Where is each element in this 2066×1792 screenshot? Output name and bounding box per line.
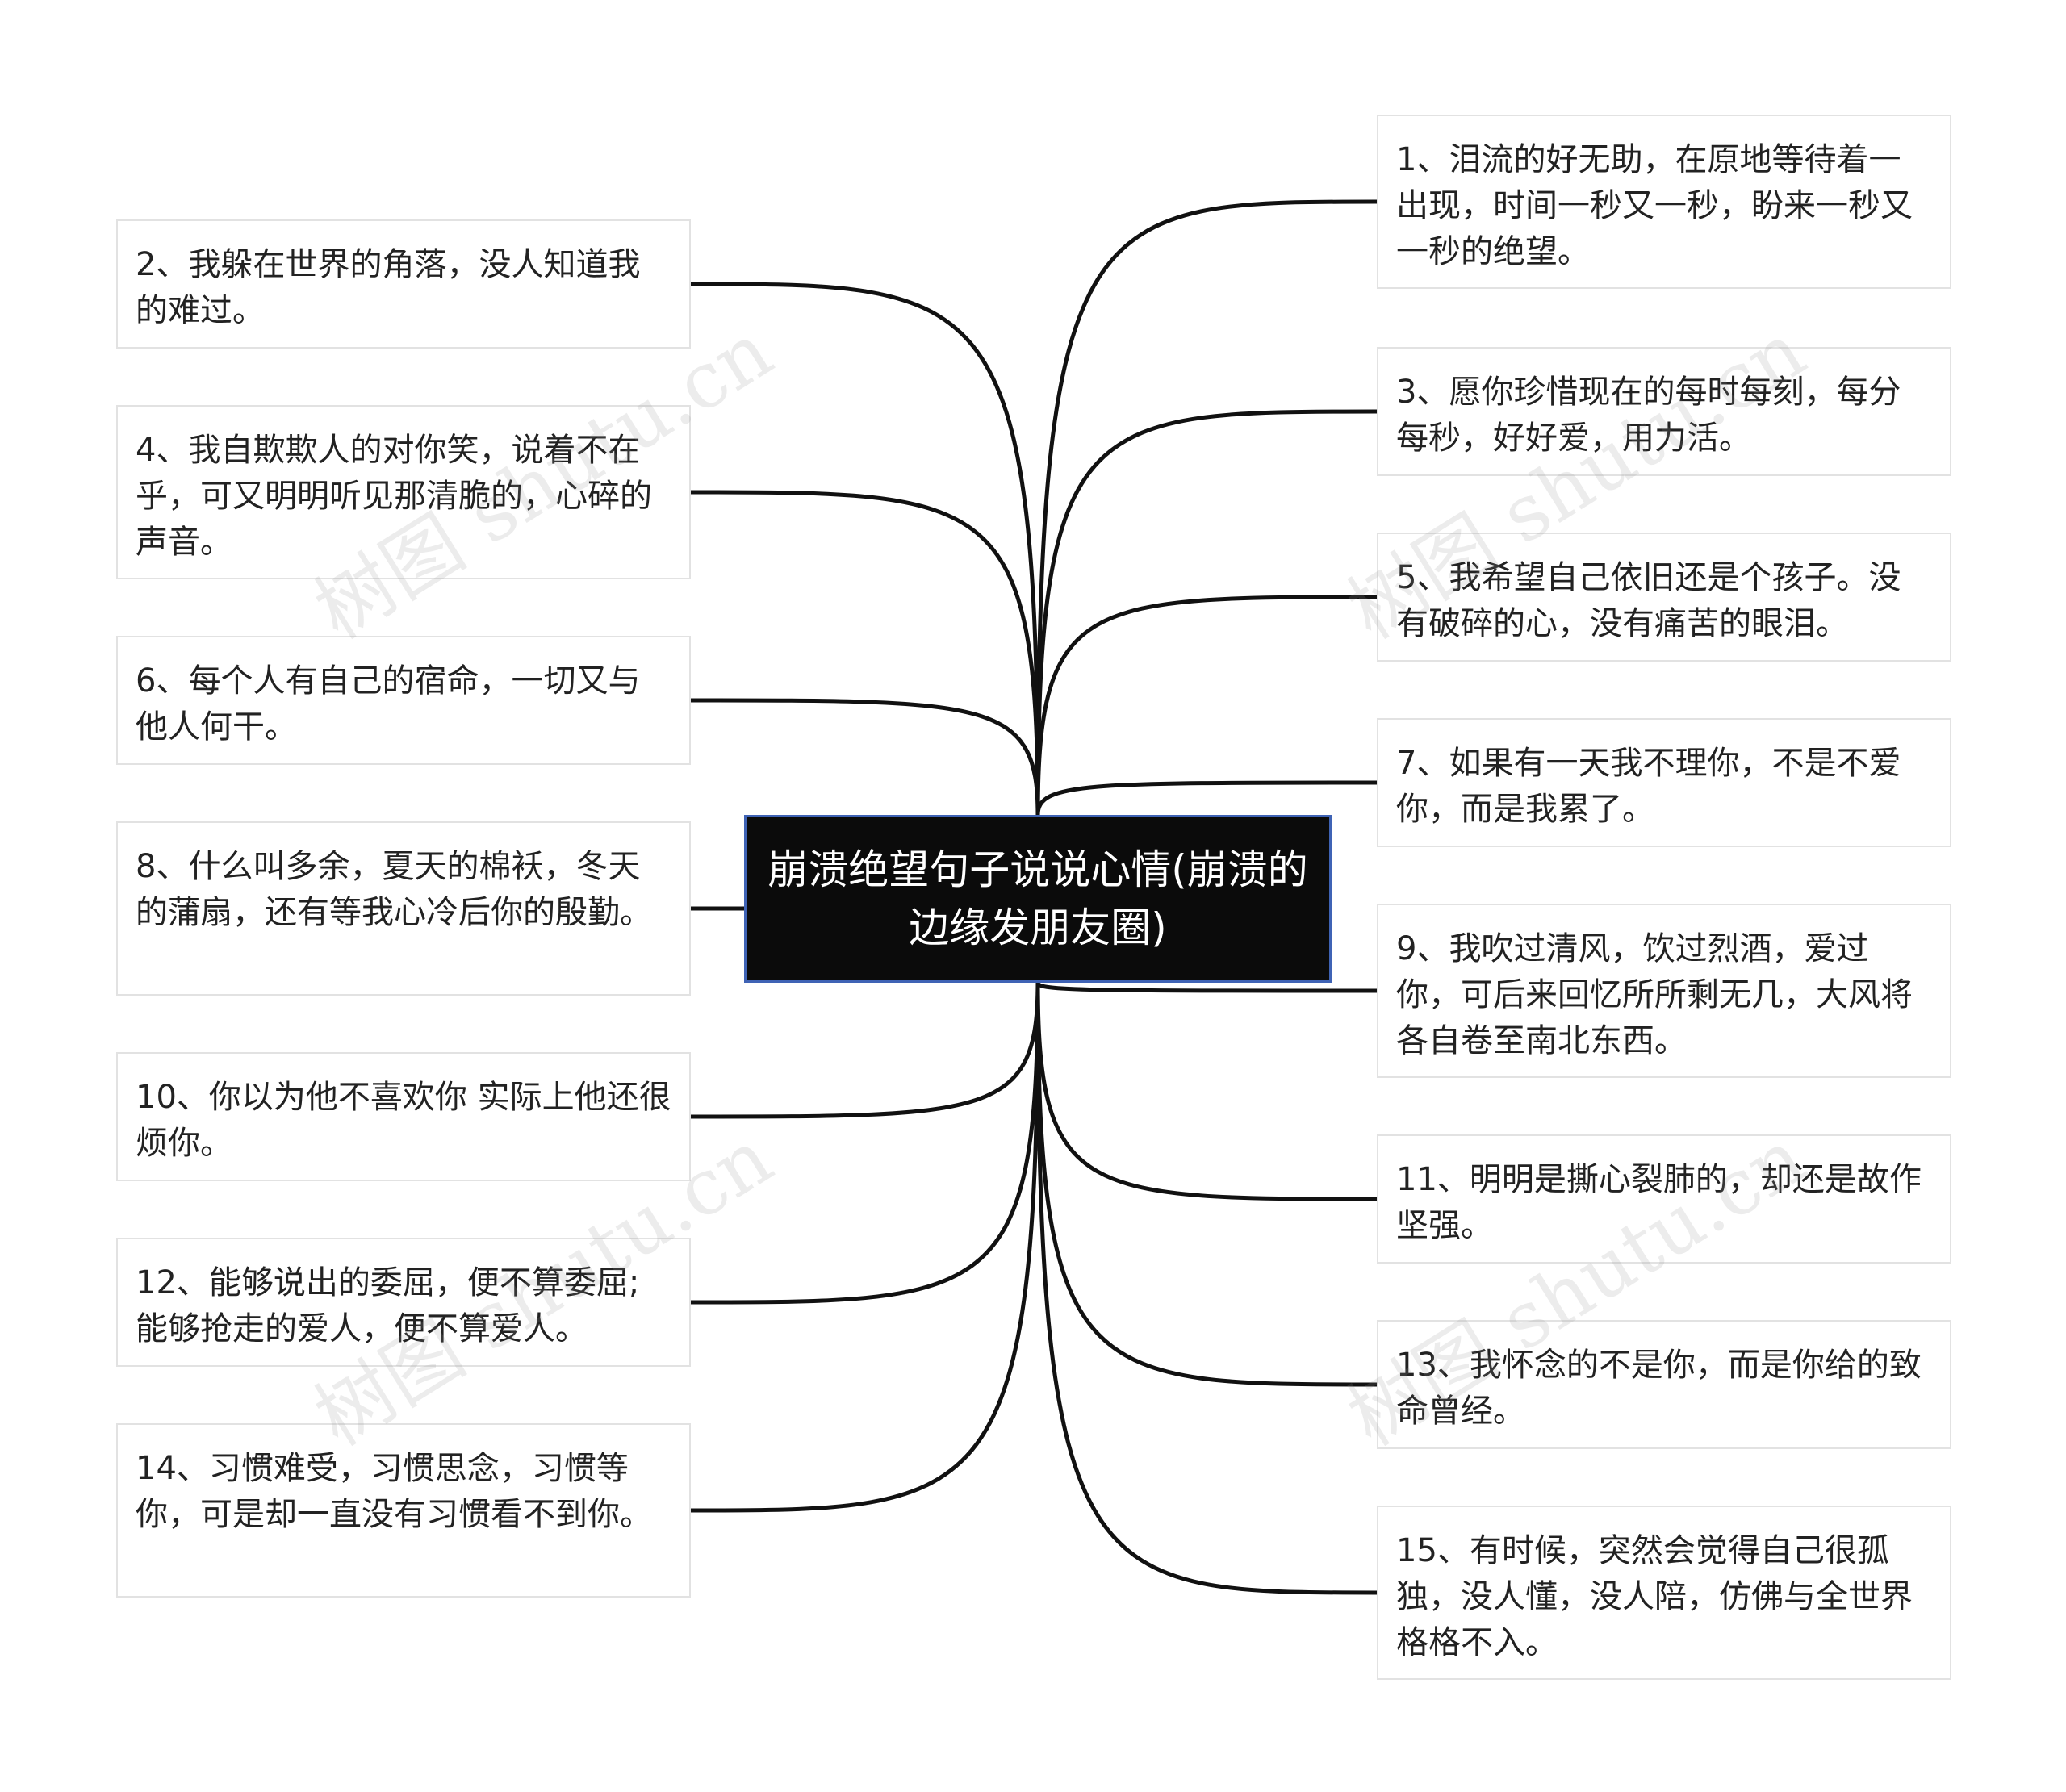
- branch-node-15[interactable]: 15、有时候，突然会觉得自己很孤独，没人懂，没人陪，仿佛与全世界格格不入。: [1377, 1506, 1951, 1680]
- node-text: 9、我吹过清风，饮过烈酒，爱过你，可后来回忆所所剩无几，大风将各自卷至南北东西。: [1396, 930, 1913, 1059]
- connector-line-15: [1035, 980, 1379, 1595]
- branch-node-11[interactable]: 11、明明是撕心裂肺的，却还是故作坚强。: [1377, 1134, 1951, 1264]
- connector-line-7: [1035, 780, 1379, 817]
- branch-node-4[interactable]: 4、我自欺欺人的对你笑，说着不在乎，可又明明听见那清脆的，心碎的声音。: [116, 405, 691, 579]
- node-text: 15、有时候，突然会觉得自己很孤独，没人懂，没人陪，仿佛与全世界格格不入。: [1396, 1532, 1913, 1661]
- node-text: 14、习惯难受，习惯思念，习惯等你，可是却一直没有习惯看不到你。: [136, 1450, 652, 1533]
- node-text: 11、明明是撕心裂肺的，却还是故作坚强。: [1396, 1161, 1922, 1244]
- connector-line-1: [1035, 199, 1379, 817]
- branch-node-8[interactable]: 8、什么叫多余，夏天的棉袄，冬天的蒲扇，还有等我心冷后你的殷勤。: [116, 821, 691, 996]
- branch-node-12[interactable]: 12、能够说出的委屈，便不算委屈;能够抢走的爱人，便不算爱人。: [116, 1238, 691, 1367]
- node-text: 4、我自欺欺人的对你笑，说着不在乎，可又明明听见那清脆的，心碎的声音。: [136, 432, 652, 561]
- node-text: 12、能够说出的委屈，便不算委屈;能够抢走的爱人，便不算爱人。: [136, 1264, 640, 1347]
- node-text: 7、如果有一天我不理你，不是不爱你，而是我累了。: [1396, 745, 1901, 828]
- node-text: 10、你以为他不喜欢你 实际上他还很烦你。: [136, 1079, 671, 1162]
- branch-node-9[interactable]: 9、我吹过清风，饮过烈酒，爱过你，可后来回忆所所剩无几，大风将各自卷至南北东西。: [1377, 904, 1951, 1078]
- branch-node-7[interactable]: 7、如果有一天我不理你，不是不爱你，而是我累了。: [1377, 718, 1951, 847]
- node-text: 2、我躲在世界的角落，没人知道我的难过。: [136, 246, 641, 329]
- node-text: 1、泪流的好无助，在原地等待着一出现，时间一秒又一秒，盼来一秒又一秒的绝望。: [1396, 141, 1913, 270]
- connector-line-14: [688, 980, 1040, 1513]
- node-text: 8、什么叫多余，夏天的棉袄，冬天的蒲扇，还有等我心冷后你的殷勤。: [136, 848, 652, 931]
- connector-line-3: [1035, 409, 1379, 817]
- node-text: 13、我怀念的不是你，而是你给的致命曾经。: [1396, 1347, 1922, 1430]
- connector-line-13: [1035, 980, 1379, 1387]
- connector-line-5: [1035, 595, 1379, 817]
- branch-node-13[interactable]: 13、我怀念的不是你，而是你给的致命曾经。: [1377, 1320, 1951, 1449]
- root-title: 崩溃绝望句子说说心情(崩溃的边缘发朋友圈): [767, 846, 1308, 951]
- branch-node-5[interactable]: 5、我希望自己依旧还是个孩子。没有破碎的心，没有痛苦的眼泪。: [1377, 533, 1951, 662]
- connector-line-11: [1035, 980, 1379, 1201]
- branch-node-6[interactable]: 6、每个人有自己的宿命，一切又与他人何干。: [116, 636, 691, 765]
- branch-node-2[interactable]: 2、我躲在世界的角落，没人知道我的难过。: [116, 219, 691, 349]
- connector-line-9: [1035, 980, 1379, 993]
- branch-node-3[interactable]: 3、愿你珍惜现在的每时每刻，每分每秒，好好爱，用力活。: [1377, 347, 1951, 476]
- branch-node-1[interactable]: 1、泪流的好无助，在原地等待着一出现，时间一秒又一秒，盼来一秒又一秒的绝望。: [1377, 115, 1951, 289]
- node-text: 5、我希望自己依旧还是个孩子。没有破碎的心，没有痛苦的眼泪。: [1396, 559, 1901, 642]
- connector-line-10: [688, 980, 1040, 1119]
- root-node[interactable]: 崩溃绝望句子说说心情(崩溃的边缘发朋友圈): [744, 815, 1332, 983]
- connector-line-4: [688, 490, 1040, 817]
- connector-line-2: [688, 282, 1040, 817]
- branch-node-10[interactable]: 10、你以为他不喜欢你 实际上他还很烦你。: [116, 1052, 691, 1181]
- connector-line-12: [688, 980, 1040, 1305]
- connector-line-6: [688, 698, 1040, 817]
- node-text: 6、每个人有自己的宿命，一切又与他人何干。: [136, 662, 641, 746]
- branch-node-14[interactable]: 14、习惯难受，习惯思念，习惯等你，可是却一直没有习惯看不到你。: [116, 1423, 691, 1598]
- node-text: 3、愿你珍惜现在的每时每刻，每分每秒，好好爱，用力活。: [1396, 374, 1901, 457]
